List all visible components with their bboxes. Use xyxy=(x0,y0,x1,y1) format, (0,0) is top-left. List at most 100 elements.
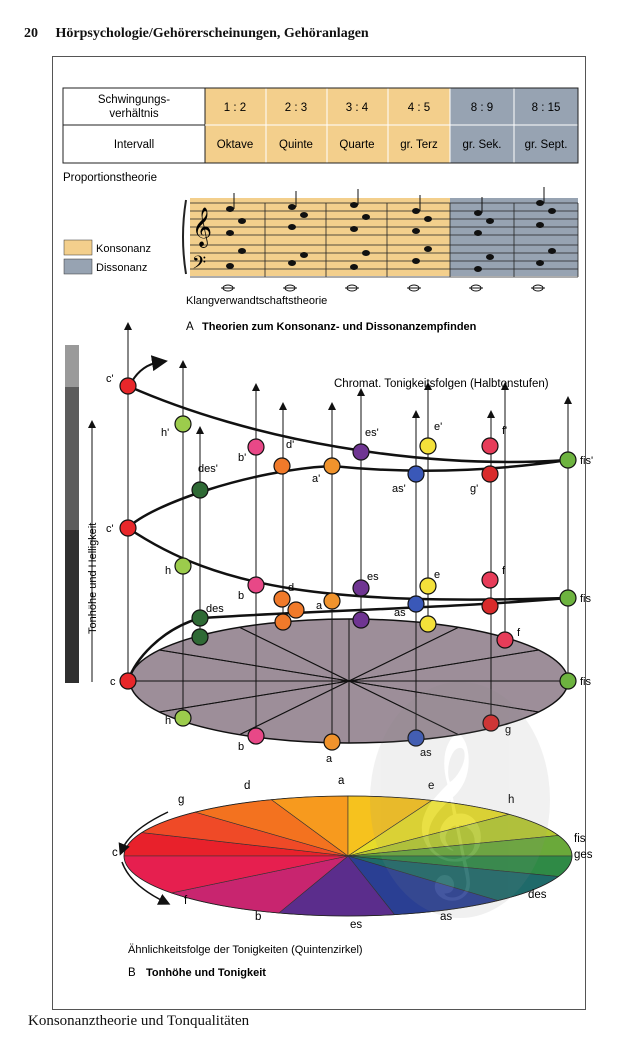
note-node-d xyxy=(287,601,305,619)
note-label: c' xyxy=(106,523,114,535)
note-label: a xyxy=(326,753,333,765)
note-label: f' xyxy=(502,425,507,437)
note-label: f xyxy=(517,627,521,639)
note-head xyxy=(486,254,494,260)
note-head xyxy=(536,260,544,266)
note-node-g xyxy=(481,597,499,615)
note-head xyxy=(474,266,482,272)
note-node-f xyxy=(481,571,499,589)
legend-swatch-konsonanz xyxy=(63,239,93,256)
interval-cell: Quinte xyxy=(279,139,313,151)
note-node-h xyxy=(174,557,192,575)
music-staff: 𝄞 𝄢 xyxy=(182,187,579,292)
note-head xyxy=(238,248,246,254)
fifths-label: b xyxy=(255,911,261,923)
note-node-des xyxy=(191,609,209,627)
row-header-interval: Intervall xyxy=(114,139,154,151)
note-label: c' xyxy=(106,373,114,385)
note-node-a xyxy=(323,592,341,610)
note-head xyxy=(424,216,432,222)
note-head xyxy=(412,208,420,214)
note-node-as xyxy=(407,465,425,483)
note-node-es xyxy=(352,579,370,597)
fifths-label: d xyxy=(244,780,250,792)
legend-dissonanz: Dissonanz xyxy=(96,262,147,274)
interval-cell: gr. Sept. xyxy=(525,139,568,151)
page-number: 20 xyxy=(24,26,38,41)
svg-text:𝄞: 𝄞 xyxy=(405,734,488,901)
note-node-fis xyxy=(559,589,577,607)
note-head xyxy=(350,202,358,208)
note-label: es' xyxy=(365,427,379,439)
fifths-label: h xyxy=(508,794,514,806)
note-node-g xyxy=(482,714,500,732)
fifths-caption: Ähnlichkeitsfolge der Tonigkeiten (Quint… xyxy=(128,944,363,956)
section-b-letter: B xyxy=(128,967,136,979)
legend-swatch-dissonanz xyxy=(63,258,93,275)
note-label: as xyxy=(394,607,406,619)
page-header: 20 Hörpsychologie/Gehörerscheinungen, Ge… xyxy=(24,26,369,42)
fifths-label: es xyxy=(350,919,362,931)
note-head xyxy=(486,218,494,224)
legend: Konsonanz Dissonanz xyxy=(63,239,151,275)
page-caption: Konsonanztheorie und Tonqualitäten xyxy=(28,1013,250,1029)
ratio-cell: 4 : 5 xyxy=(408,102,430,114)
note-head xyxy=(548,208,556,214)
note-label: es xyxy=(367,571,379,583)
note-label: as xyxy=(420,747,432,759)
note-label: e xyxy=(434,569,440,581)
note-head xyxy=(424,246,432,252)
note-node-c xyxy=(119,672,137,690)
fifths-label: c xyxy=(112,847,118,859)
note-label: c xyxy=(110,676,116,688)
helix-title: Chromat. Tonigkeitsfolgen (Halbtonstufen… xyxy=(334,378,549,390)
note-label: fis xyxy=(580,676,592,688)
ratio-cell: 8 : 9 xyxy=(471,102,493,114)
staff-theory-label: Klangverwandtschaftstheorie xyxy=(186,295,327,307)
note-node-d xyxy=(273,457,291,475)
note-label: f xyxy=(502,565,506,577)
note-head xyxy=(412,228,420,234)
circle-of-fifths: cgdaehfisgesdesasesbf xyxy=(112,775,593,931)
note-node-as xyxy=(407,729,425,747)
note-node-e xyxy=(419,577,437,595)
treble-clef-icon: 𝄞 xyxy=(192,208,212,248)
helix-upper-curve xyxy=(127,384,569,529)
fifths-label: f xyxy=(184,895,188,907)
proportion-theory-label: Proportionstheorie xyxy=(63,172,157,184)
row-header-ratio-2: verhältnis xyxy=(109,108,158,120)
note-label: d' xyxy=(286,439,294,451)
note-head xyxy=(226,263,234,269)
note-label: des xyxy=(206,603,224,615)
note-node-g xyxy=(481,465,499,483)
note-head xyxy=(288,204,296,210)
note-head xyxy=(412,258,420,264)
legend-konsonanz: Konsonanz xyxy=(96,243,151,255)
interval-cell: Quarte xyxy=(339,139,374,151)
ratio-cell: 1 : 2 xyxy=(224,102,246,114)
ratio-cell: 3 : 4 xyxy=(346,102,369,114)
pitch-brightness-bar: Tonhöhe und Helligkeit xyxy=(65,345,99,683)
ratio-cell: 2 : 3 xyxy=(285,102,307,114)
section-a-title: Theorien zum Konsonanz- und Dissonanzemp… xyxy=(202,321,477,333)
running-title: Hörpsychologie/Gehörerscheinungen, Gehör… xyxy=(55,26,369,41)
ratio-cell: 8 : 15 xyxy=(532,102,561,114)
note-head xyxy=(300,252,308,258)
note-head xyxy=(288,224,296,230)
note-head xyxy=(536,200,544,206)
note-node-e xyxy=(419,437,437,455)
note-head xyxy=(548,248,556,254)
note-node-as xyxy=(407,595,425,613)
note-node-b xyxy=(247,727,265,745)
note-node-es xyxy=(352,611,370,629)
note-label: a xyxy=(316,600,323,612)
note-node-des xyxy=(191,481,209,499)
note-node-c xyxy=(119,377,137,395)
note-label: as' xyxy=(392,483,406,495)
note-node-b xyxy=(247,438,265,456)
note-node-h xyxy=(174,709,192,727)
note-label: b' xyxy=(238,452,246,464)
note-label: fis xyxy=(580,593,592,605)
note-label: h xyxy=(165,715,171,727)
fifths-label: a xyxy=(338,775,345,787)
